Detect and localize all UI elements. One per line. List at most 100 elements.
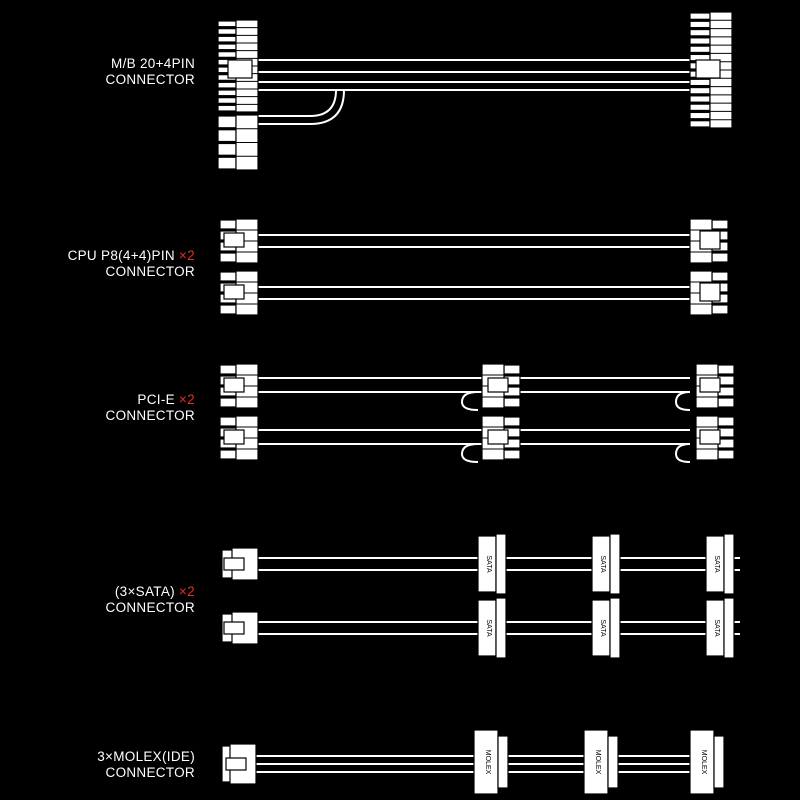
pcie-connector-2 <box>219 415 259 461</box>
pin-tab <box>711 271 729 282</box>
cpu-multiplier: ×2 <box>179 248 195 263</box>
pin-tab <box>689 12 711 20</box>
sata-label: SATA <box>599 555 606 573</box>
molex-label-line1: 3×MOLEX(IDE) <box>97 749 195 764</box>
pcie-label-line1: PCI-E <box>137 392 175 407</box>
pcie-multiplier: ×2 <box>179 392 195 407</box>
pin-tab <box>717 397 735 408</box>
molex-label-line2: CONNECTOR <box>105 765 195 780</box>
latch <box>699 282 721 302</box>
pin-tab <box>689 103 711 112</box>
sata-connector-label: (3×SATA) ×2 CONNECTOR <box>106 584 195 616</box>
pin-tab <box>503 416 521 427</box>
pin-tab <box>689 86 711 95</box>
sata-connector-1-1: SATA <box>477 533 507 595</box>
pin-tab <box>217 51 237 58</box>
molex-label: MOLEX <box>700 750 707 775</box>
pin-tab <box>217 156 237 170</box>
pin-tab <box>689 37 711 45</box>
pin-tab <box>217 35 237 43</box>
molex-plug-back <box>497 735 509 789</box>
sata-plug-back <box>609 597 621 659</box>
pin-tab <box>219 397 237 408</box>
latch <box>223 284 245 300</box>
molex-plug-back <box>607 735 619 789</box>
mb-connector-label: M/B 20+4PIN CONNECTOR <box>106 56 195 88</box>
cpu-connector-1 <box>219 218 259 264</box>
latch <box>223 557 245 571</box>
pin-tab <box>219 449 237 460</box>
pin-tab <box>711 219 729 230</box>
molex-plug-body <box>583 729 609 795</box>
pin-tab <box>717 364 735 375</box>
latch <box>225 757 247 771</box>
sata-source-connector-1 <box>221 547 259 581</box>
pin-tab <box>503 397 521 408</box>
pin-tab <box>217 142 237 156</box>
cpu-connector-end-1 <box>689 218 729 264</box>
latch <box>223 621 245 635</box>
pin-tab <box>219 416 237 427</box>
wire-bend <box>674 443 691 463</box>
molex-connector-2: MOLEX <box>583 729 619 795</box>
pin-tab <box>689 28 711 37</box>
latch <box>699 429 721 445</box>
molex-connector-3: MOLEX <box>689 729 725 795</box>
molex-cable <box>256 755 690 773</box>
pin-tab <box>217 81 237 89</box>
pin-tab <box>711 252 729 263</box>
cpu-label-line1-row: CPU P8(4+4)PIN ×2 <box>68 248 195 264</box>
wire-bend <box>460 391 479 411</box>
sata-label-line2: CONNECTOR <box>105 600 195 615</box>
latch <box>487 377 509 393</box>
pin-tab <box>717 416 735 427</box>
mb-label-line2: CONNECTOR <box>105 72 195 87</box>
cpu-label-line2: CONNECTOR <box>105 264 195 279</box>
cpu-cables <box>258 234 690 300</box>
molex-plug-back <box>713 735 725 789</box>
pin-tab <box>689 111 711 120</box>
sata-connector-2-2: SATA <box>591 597 621 659</box>
pcie-mid-connector-2 <box>481 415 521 461</box>
pcie-end-connector-1 <box>695 363 735 409</box>
cpu-connector-label: CPU P8(4+4)PIN ×2 CONNECTOR <box>68 248 195 280</box>
wire-bend <box>258 89 345 125</box>
pcie-cables <box>258 377 691 463</box>
pin-tab <box>503 449 521 460</box>
pin-tab <box>217 43 237 51</box>
sata-plug-back <box>723 597 735 659</box>
pcie-connector-1 <box>219 363 259 409</box>
pin-tab <box>219 252 237 263</box>
latch <box>223 232 245 248</box>
molex-label: MOLEX <box>594 750 601 775</box>
sata-plug-back <box>609 533 621 595</box>
molex-source-connector <box>221 743 257 785</box>
pcie-end-connector-2 <box>695 415 735 461</box>
sata-label: SATA <box>485 555 492 573</box>
pin-tab <box>217 97 237 104</box>
pin-tab <box>689 45 711 54</box>
wire-bend <box>460 443 479 463</box>
mb-24pin-connector-end <box>689 11 733 129</box>
mb-cable <box>258 59 690 125</box>
sata-label: SATA <box>485 619 492 637</box>
sata-label: SATA <box>713 555 720 573</box>
sata-connector-2-1: SATA <box>477 597 507 659</box>
molex-plug-body <box>689 729 715 795</box>
pin-tab <box>217 104 237 112</box>
wire-bend <box>258 89 337 117</box>
sata-connector-1-3: SATA <box>705 533 735 595</box>
latch <box>227 59 253 79</box>
sata-source-connector-2 <box>221 611 259 645</box>
pin-tab <box>217 129 237 143</box>
pin-tab <box>217 89 237 97</box>
pin-tab <box>689 20 711 29</box>
pin-tab <box>219 219 237 230</box>
pcie-mid-connector-1 <box>481 363 521 409</box>
mb-label-line1: M/B 20+4PIN <box>111 56 195 71</box>
molex-connector-label: 3×MOLEX(IDE) CONNECTOR <box>97 749 195 781</box>
latch <box>699 230 721 250</box>
mb-20pin-connector <box>217 19 259 113</box>
pin-tab <box>219 271 237 282</box>
cpu-connector-2 <box>219 270 259 316</box>
